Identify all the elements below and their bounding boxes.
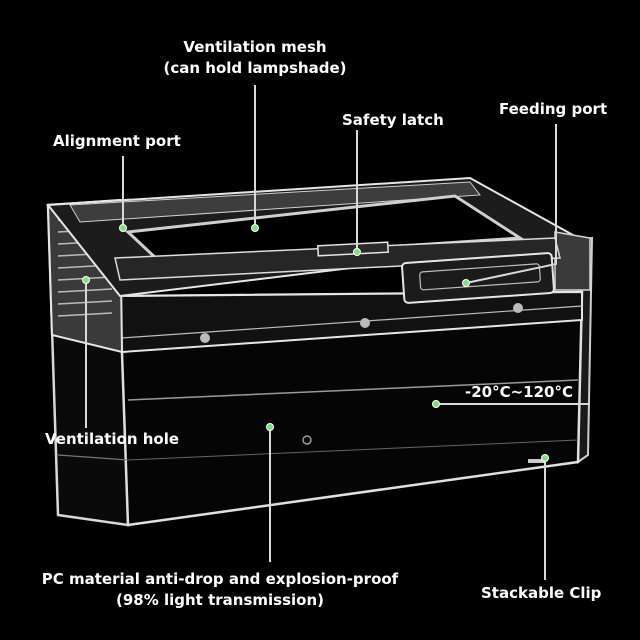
lid-front-rail	[114, 237, 561, 281]
label-safety-latch: Safety latch	[342, 111, 444, 129]
back-ventilation-strip	[69, 181, 481, 223]
label-ventilation-mesh-line2: (can hold lampshade)	[163, 59, 347, 77]
label-ventilation-mesh-line1: Ventilation mesh	[183, 38, 327, 56]
marker-safety-latch	[353, 248, 361, 256]
marker-alignment-port	[119, 224, 127, 232]
floor-back-edge	[127, 379, 579, 401]
safety-latch	[316, 241, 390, 257]
right-ventilation-strip	[554, 231, 591, 291]
label-feeding-port: Feeding port	[499, 100, 608, 118]
marker-feeding-port	[462, 279, 470, 287]
stackable-clip	[528, 459, 546, 463]
leader-feeding-port	[465, 124, 557, 284]
marker-ventilation-hole	[82, 276, 90, 284]
label-pc-material: PC material anti-drop and explosion-proo…	[20, 569, 420, 611]
lid-band-lower-edge	[121, 305, 583, 339]
marker-stackable-clip	[541, 454, 549, 462]
marker-temperature	[432, 400, 440, 408]
floor-left-edge	[57, 454, 129, 461]
label-ventilation-hole: Ventilation hole	[45, 430, 180, 448]
feeding-port-handle	[419, 263, 541, 291]
label-pc-material-line2: (98% light transmission)	[116, 591, 324, 609]
label-pc-material-line1: PC material anti-drop and explosion-proo…	[41, 570, 399, 588]
screw-right	[513, 303, 523, 313]
floor-front-edge	[127, 439, 579, 461]
front-glass-hole	[302, 435, 312, 445]
label-ventilation-mesh: Ventilation mesh (can hold lampshade)	[150, 37, 360, 79]
label-stackable-clip: Stackable Clip	[481, 584, 602, 602]
label-alignment-port: Alignment port	[53, 132, 181, 150]
ventilation-mesh	[124, 194, 525, 264]
marker-pc-material	[266, 423, 274, 431]
screw-middle	[360, 318, 370, 328]
screw-left	[200, 333, 210, 343]
marker-ventilation-mesh	[251, 224, 259, 232]
label-temperature-range: -20°C~120°C	[465, 383, 573, 401]
